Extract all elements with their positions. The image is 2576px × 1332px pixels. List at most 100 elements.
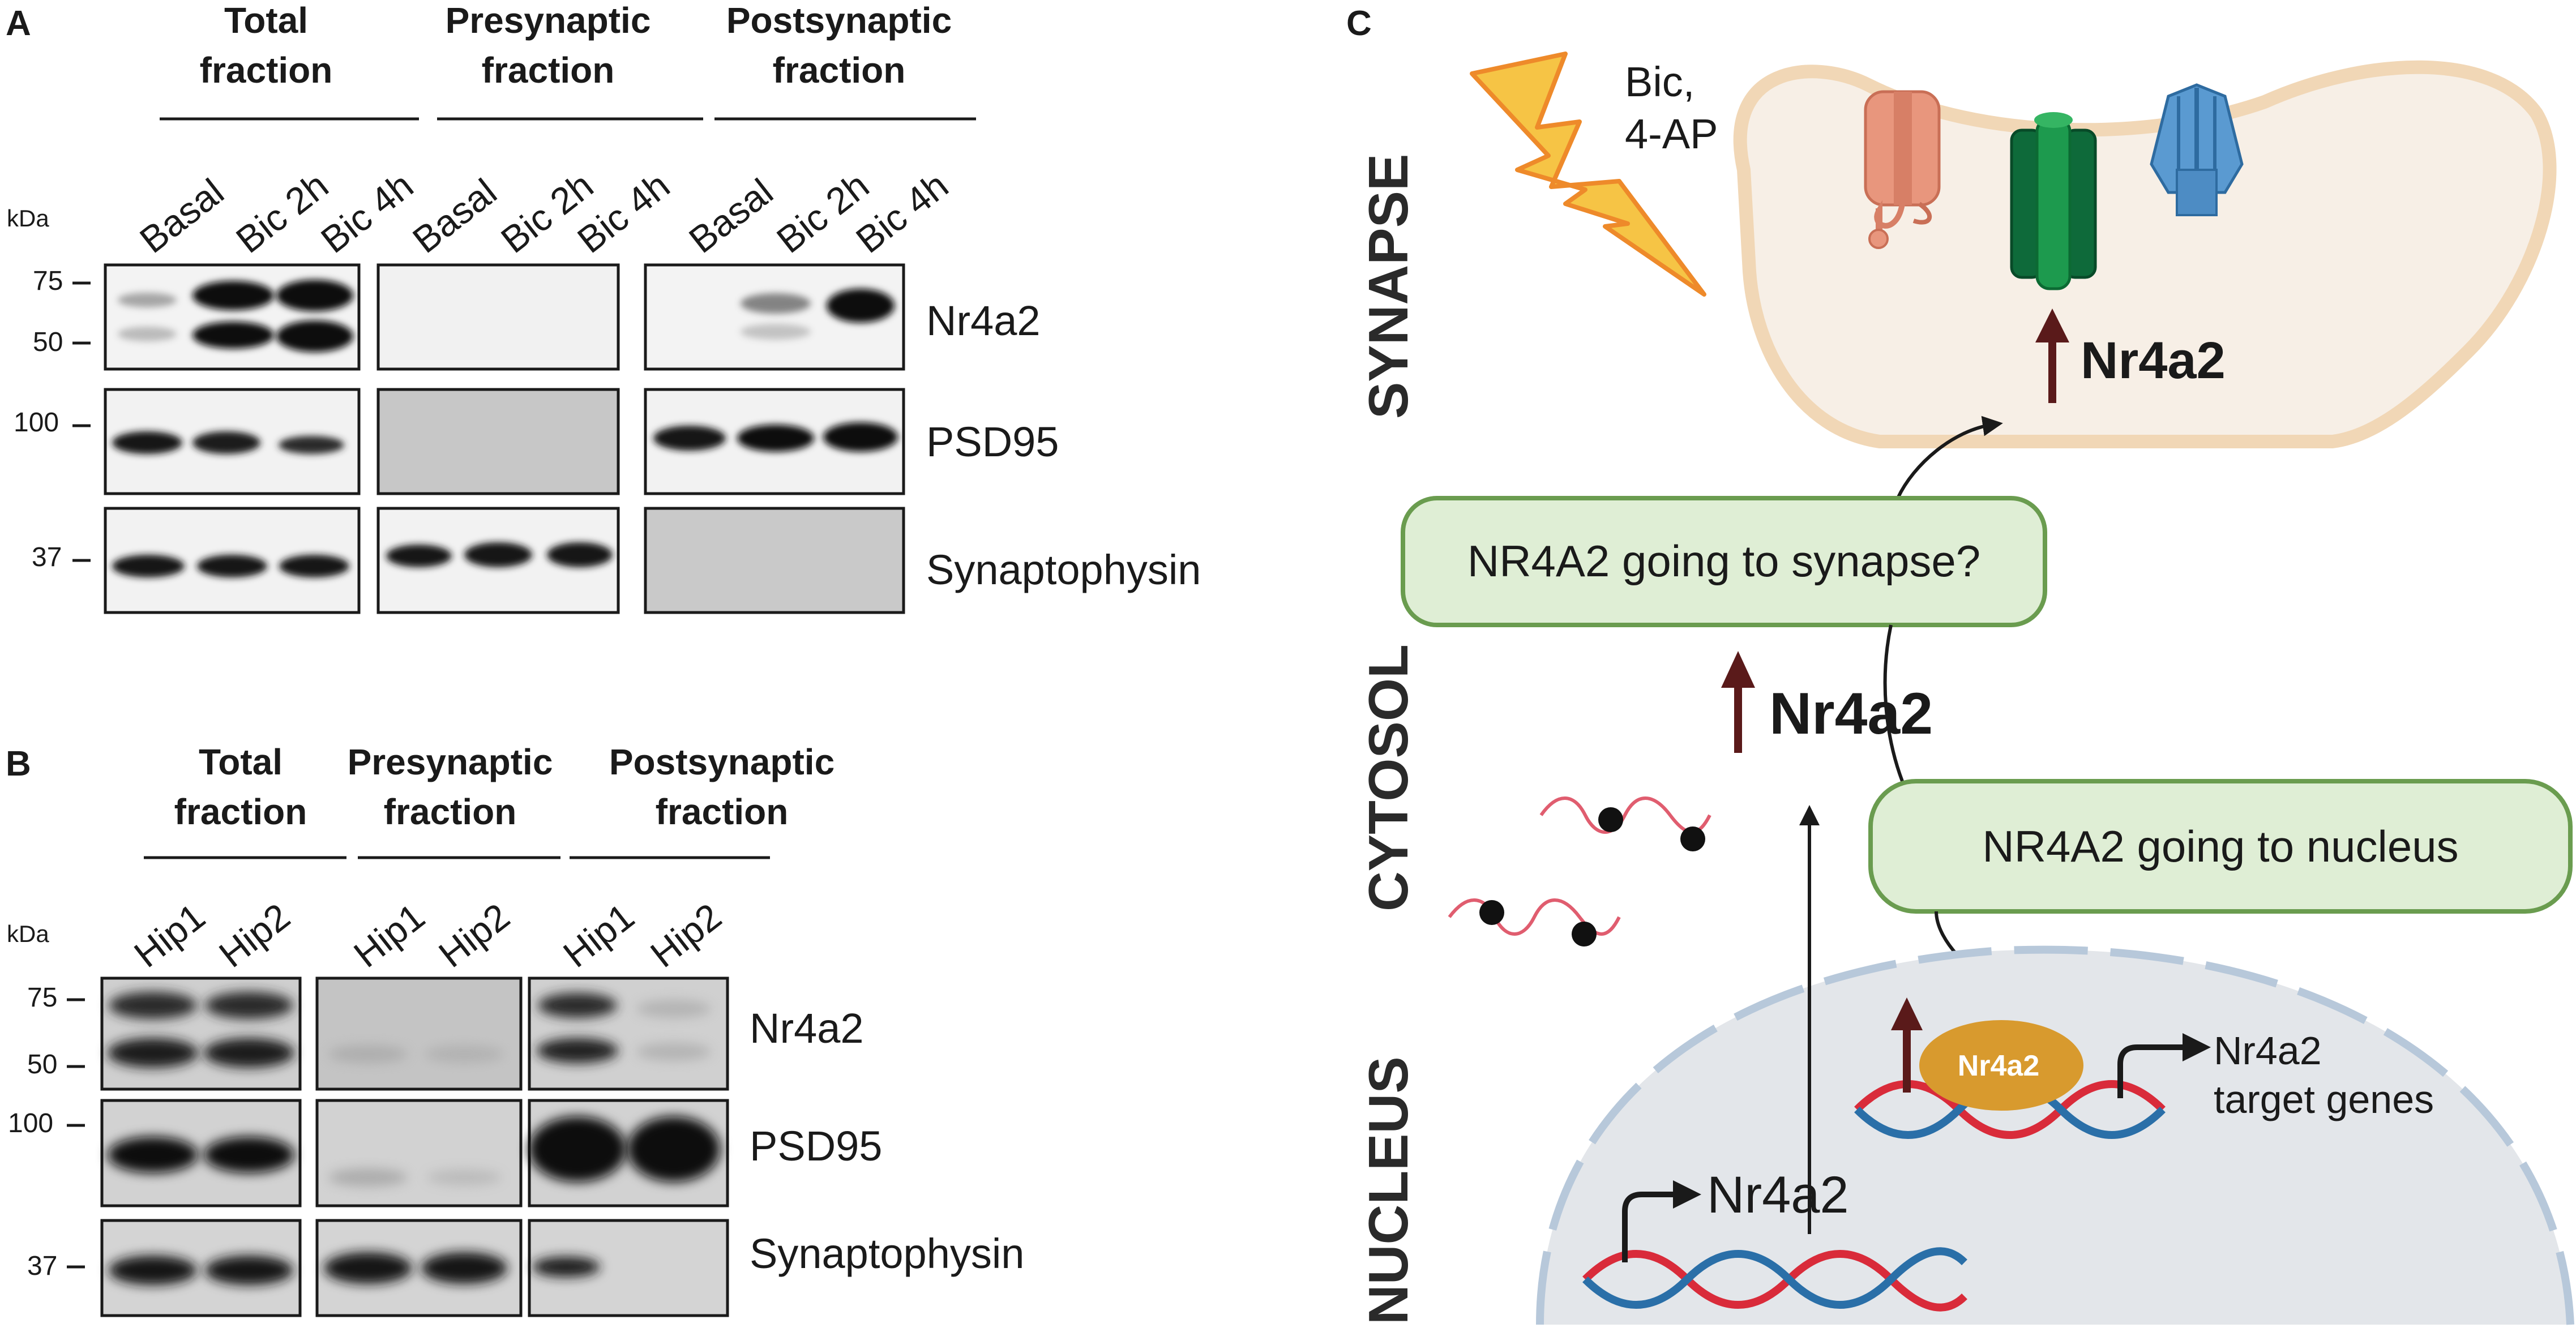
blot-band <box>636 1043 711 1061</box>
panel-a-group-pre-line1: Presynaptic <box>446 0 651 41</box>
blot-band <box>823 422 898 452</box>
dna-icon <box>1582 1247 1967 1312</box>
mrna-icon <box>1448 898 1621 946</box>
blot-band <box>741 293 811 314</box>
panel-b-marker-100: 100 <box>8 1108 53 1138</box>
panel-a: A Total fraction Presynaptic fraction Po… <box>6 0 1201 614</box>
gene-label: Nr4a2 <box>1707 1166 1849 1224</box>
blot-band <box>827 289 895 323</box>
panel-b-lane-label: Hip2 <box>643 895 729 975</box>
panel-a-protein-label: Synaptophysin <box>926 546 1201 593</box>
blot-band <box>109 992 197 1019</box>
panel-a-lane-label: Bic 4h <box>848 164 956 261</box>
panel-b-kda-label: kDa <box>7 920 49 947</box>
panel-a-kda-label: kDa <box>7 205 49 232</box>
target-genes-label: target genes <box>2214 1077 2434 1121</box>
panel-a-lane-label: Bic 2h <box>228 164 336 261</box>
blot-band <box>464 542 532 567</box>
panel-c-letter: C <box>1346 4 1372 43</box>
blot-band <box>547 542 613 567</box>
transcription-arrow-head <box>2183 1033 2211 1061</box>
blot-band <box>653 426 726 451</box>
panel-b-marker-37: 37 <box>27 1251 57 1281</box>
blot-band <box>205 992 293 1019</box>
blot-band <box>112 555 185 577</box>
blot-band <box>279 436 344 454</box>
panel-b-group-total-line1: Total <box>199 742 283 782</box>
synapse-hypothesis-text: NR4A2 going to synapse? <box>1467 536 1980 586</box>
blot-band <box>109 1256 197 1285</box>
up-arrow-head <box>1721 651 1755 688</box>
panel-a-blot-syp-post <box>644 507 905 614</box>
synapse-nr4a2-label: Nr4a2 <box>2081 332 2226 389</box>
blot-band <box>192 281 274 310</box>
panel-c: C SYNAPSE CYTOSOL NUCLEUS Bic, 4-AP <box>1346 4 2574 1325</box>
panel-a-marker-100: 100 <box>14 408 59 438</box>
transcription-arrow <box>2117 1044 2185 1098</box>
blot-band <box>425 1045 504 1063</box>
receptor-icon <box>1864 90 1941 249</box>
blot-band <box>328 1168 408 1187</box>
panel-b-marker-50: 50 <box>27 1050 57 1080</box>
blot-band <box>537 1038 618 1063</box>
blot-band <box>192 322 274 349</box>
nucleus-shape <box>1540 949 2570 1325</box>
panel-a-group-post-line2: fraction <box>773 50 906 91</box>
blot-band <box>421 1252 507 1284</box>
stimulus-label: 4-AP <box>1625 110 1718 157</box>
blot-band <box>386 545 452 567</box>
panel-a-blot-psd95-pre <box>376 388 620 495</box>
target-genes-label: Nr4a2 <box>2214 1029 2322 1073</box>
blot-band <box>108 1137 198 1173</box>
nuclear-envelope <box>1536 945 2574 1325</box>
blot-band <box>192 431 260 454</box>
panel-b-group-total-line2: fraction <box>174 791 307 832</box>
up-arrow-head <box>1891 997 1923 1030</box>
panel-a-protein-label: PSD95 <box>926 418 1059 465</box>
panel-b-blot-nr4a2-pre <box>315 976 523 1091</box>
channel-icon <box>2010 112 2097 290</box>
blot-band <box>427 1170 502 1185</box>
nucleus-hypothesis-box <box>1868 779 2573 914</box>
panel-a-lane-label: Basal <box>132 170 232 261</box>
blot-band <box>276 280 353 311</box>
mrna-icon <box>1539 796 1711 851</box>
blot-band <box>276 320 353 352</box>
blot-band <box>324 1252 412 1284</box>
nr4a2-protein-label: Nr4a2 <box>1958 1050 2040 1082</box>
stimulus-label: Bic, <box>1625 58 1694 105</box>
panel-a-group-total-line2: fraction <box>200 50 333 91</box>
nucleus-hypothesis-text: NR4A2 going to nucleus <box>1982 821 2458 871</box>
nr4a2-protein-icon <box>1919 1020 2083 1111</box>
transcription-arrow <box>1622 1192 1676 1262</box>
panel-b-lane-label: Hip2 <box>431 895 517 975</box>
panel-a-lane-label: Bic 2h <box>769 164 876 261</box>
region-label-cytosol: CYTOSOL <box>1357 644 1419 911</box>
blot-band <box>529 1116 626 1182</box>
panel-a-marker-75: 75 <box>33 266 63 296</box>
panel-b-lane-label: Hip2 <box>211 895 298 975</box>
panel-a-group-post-line1: Postsynaptic <box>726 0 952 41</box>
panel-b-letter: B <box>6 744 31 783</box>
panel-b-protein-label: Synaptophysin <box>750 1230 1024 1277</box>
panel-b-marker-75: 75 <box>27 983 57 1013</box>
panel-a-marker-37: 37 <box>32 542 62 572</box>
receptor-icon <box>2150 83 2244 216</box>
panel-a-protein-label: Nr4a2 <box>926 297 1041 344</box>
blot-band <box>118 327 177 341</box>
panel-b-group-pre-line2: fraction <box>384 791 517 832</box>
panel-a-blot-nr4a2-pre <box>376 263 620 371</box>
synapse-hypothesis-box <box>1401 496 2047 627</box>
blot-band <box>118 293 177 307</box>
panel-a-lane-label: Basal <box>681 170 781 261</box>
panel-b-protein-label: Nr4a2 <box>750 1005 864 1052</box>
blot-band <box>328 1045 408 1063</box>
panel-a-marker-50: 50 <box>33 327 63 357</box>
panel-b-lane-label: Hip1 <box>346 895 433 975</box>
lightning-icon <box>1470 52 1706 297</box>
blot-band <box>205 1256 293 1285</box>
blot-band <box>204 1038 294 1068</box>
panel-b-protein-label: PSD95 <box>750 1123 882 1170</box>
panel-a-lane-label: Basal <box>405 170 504 261</box>
